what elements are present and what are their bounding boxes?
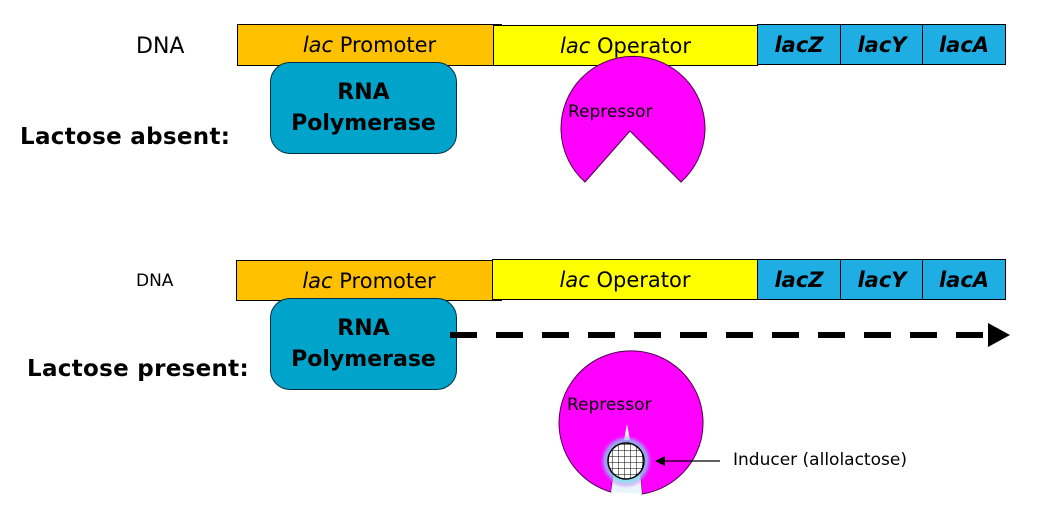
top-repressor-label: Repressor [568, 102, 653, 122]
top-condition-label: Lactose absent: [20, 124, 231, 150]
inducer-icon [607, 442, 645, 480]
inducer-pointer [655, 456, 720, 466]
bottom-dna-label: DNA [136, 271, 174, 291]
top-dna-label: DNA [136, 34, 185, 59]
top-gene-lacy: lacY [840, 24, 924, 65]
top-gene-lacz: lacZ [757, 24, 841, 65]
bottom-operator-prefix: lac [559, 267, 590, 292]
bottom-promoter-name: Promoter [339, 268, 436, 293]
top-rnap-line2: Polymerase [291, 111, 436, 136]
bottom-condition-label: Lactose present: [27, 356, 249, 382]
inducer-label: Inducer (allolactose) [733, 450, 907, 470]
bottom-rnap-line2: Polymerase [291, 347, 436, 372]
top-operator-prefix: lac [560, 33, 591, 58]
top-rnap-line1: RNA [337, 80, 390, 105]
bottom-promoter-prefix: lac [302, 268, 333, 293]
top-repressor-shape [560, 55, 706, 183]
arrowhead-icon [988, 323, 1010, 347]
top-promoter-name: Promoter [339, 33, 437, 57]
top-gene-laca: lacA [922, 24, 1006, 65]
bottom-operator-segment: lac Operator [492, 259, 758, 300]
top-promoter-segment: lac Promoter [237, 24, 502, 66]
bottom-repressor-shape [558, 350, 704, 495]
bottom-gene-lacy: lacY [840, 259, 924, 300]
bottom-operator-name: Operator [596, 267, 691, 292]
bottom-promoter-segment: lac Promoter [236, 260, 502, 301]
bottom-rna-polymerase: RNA Polymerase [270, 298, 457, 390]
bottom-gene-laca: lacA [922, 259, 1006, 300]
bottom-gene-lacz: lacZ [757, 259, 841, 300]
transcription-arrow [450, 323, 1010, 347]
bottom-rnap-line1: RNA [337, 316, 390, 341]
top-operator-name: Operator [596, 33, 691, 58]
top-rna-polymerase: RNA Polymerase [270, 62, 457, 154]
top-promoter-prefix: lac [302, 33, 334, 57]
bottom-repressor-label: Repressor [567, 395, 652, 415]
